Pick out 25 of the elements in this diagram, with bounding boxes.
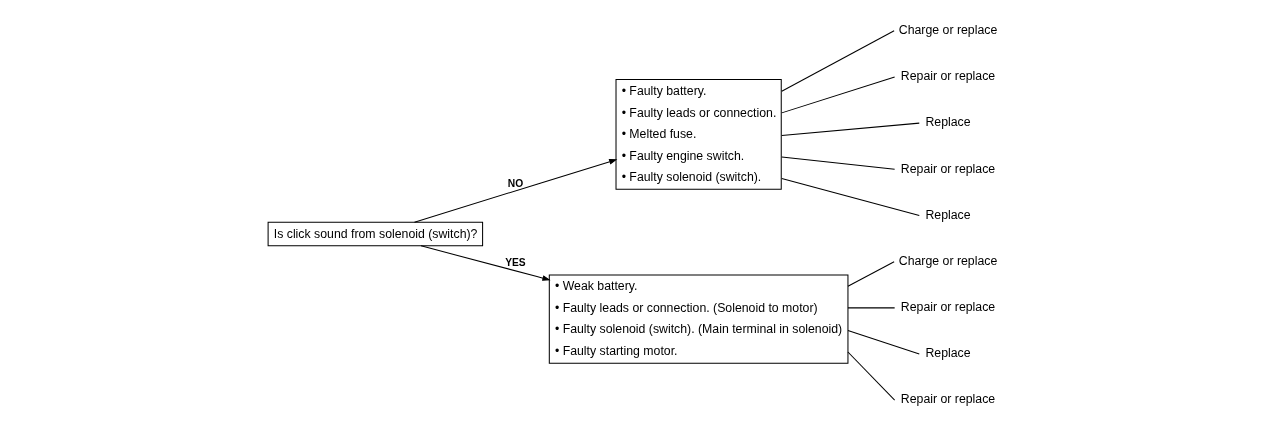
node-box: • Faulty battery. • Faulty leads or connection. • Melted fuse. • Faulty engine switch. • Faulty solenoid (switch). (615, 79, 782, 190)
node-text: Charge or replace (898, 22, 998, 37)
arrow (420, 245, 551, 281)
node-text: Replace (925, 346, 971, 361)
connector (847, 351, 896, 401)
connector (847, 329, 920, 355)
connector (781, 178, 920, 216)
arrow (413, 158, 618, 223)
node-text: Repair or replace (900, 300, 996, 315)
node-box: Is click sound from solenoid (switch)? (267, 221, 484, 247)
connector (781, 156, 896, 170)
node-text: Repair or replace (900, 392, 996, 407)
edge-label: NO (507, 177, 524, 189)
connector (781, 122, 920, 136)
edge-label: YES (505, 256, 526, 268)
connector (847, 261, 895, 287)
connector (781, 76, 896, 114)
node-box: • Weak battery. • Faulty leads or connection. (Solenoid to motor) • Faulty solenoid (switch). (Main terminal in solenoid) • Faulty starting motor. (548, 274, 849, 364)
node-text: Replace (925, 115, 971, 130)
connector (781, 30, 895, 92)
connector (847, 307, 896, 309)
node-text: Repair or replace (900, 69, 996, 84)
node-text: Charge or replace (898, 253, 998, 268)
node-text: Repair or replace (900, 161, 996, 176)
node-text: Replace (925, 207, 971, 222)
